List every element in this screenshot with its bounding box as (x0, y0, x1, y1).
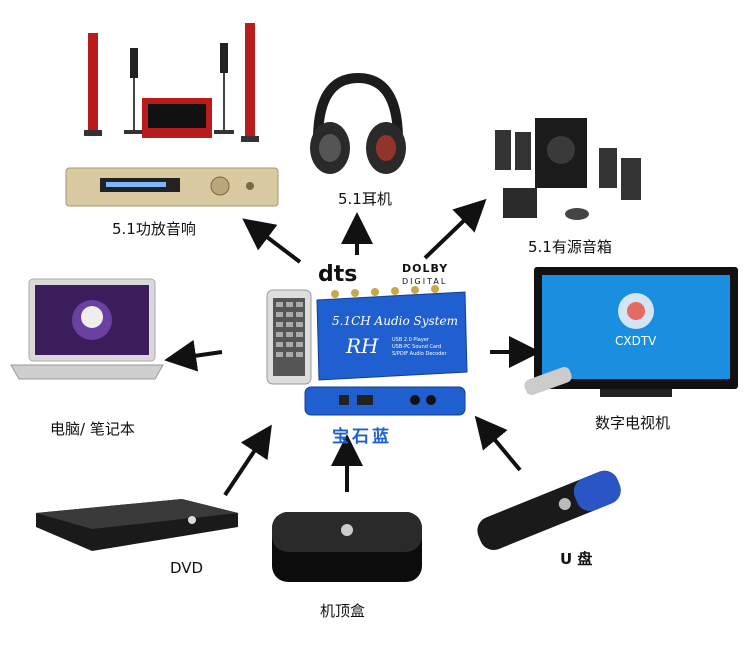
dts-logo: dts (318, 262, 358, 287)
arrow-from-dvd (223, 424, 272, 497)
label-amp-speakers: 5.1功放音响 (112, 220, 196, 238)
dolby-logo: DOLBY (402, 262, 449, 275)
label-settop-box: 机顶盒 (320, 602, 366, 620)
amp-speakers-illustration (65, 23, 279, 207)
label-headphones: 5.1耳机 (338, 190, 392, 208)
label-laptop: 电脑/ 笔记本 (50, 420, 135, 438)
arrow-from-usb (474, 415, 522, 472)
label-dvd: DVD (170, 559, 204, 577)
tv-illustration (524, 267, 738, 397)
device-panel-brand: RH (346, 334, 379, 358)
label-usb-drive: U 盘 (560, 550, 593, 568)
decoder-hub-illustration (266, 285, 468, 416)
device-panel-line1: USB 2.0 Player (392, 337, 429, 343)
brand-name: 宝石蓝 (332, 427, 392, 447)
arrow-to-active-speakers (423, 198, 487, 260)
active-speakers-illustration (495, 118, 641, 220)
device-panel-line3: S/PDIF Audio Decoder (392, 351, 447, 357)
arrow-to-amp (242, 218, 302, 264)
tv-channel-text: CXDTV (615, 334, 657, 348)
device-panel-line2: USB-PC Sound Card (392, 344, 442, 350)
settop-box-illustration (272, 512, 422, 582)
label-active-speakers: 5.1有源音箱 (528, 238, 612, 256)
device-panel-title: 5.1CH Audio System (332, 314, 458, 328)
label-tv: 数字电视机 (595, 414, 671, 432)
dvd-player-illustration (36, 499, 238, 551)
usb-drive-illustration (477, 470, 621, 551)
arrow-to-laptop (164, 339, 223, 372)
dolby-digital-label: DIGITAL (402, 277, 448, 286)
headphones-illustration (310, 72, 406, 174)
laptop-illustration (10, 278, 164, 380)
